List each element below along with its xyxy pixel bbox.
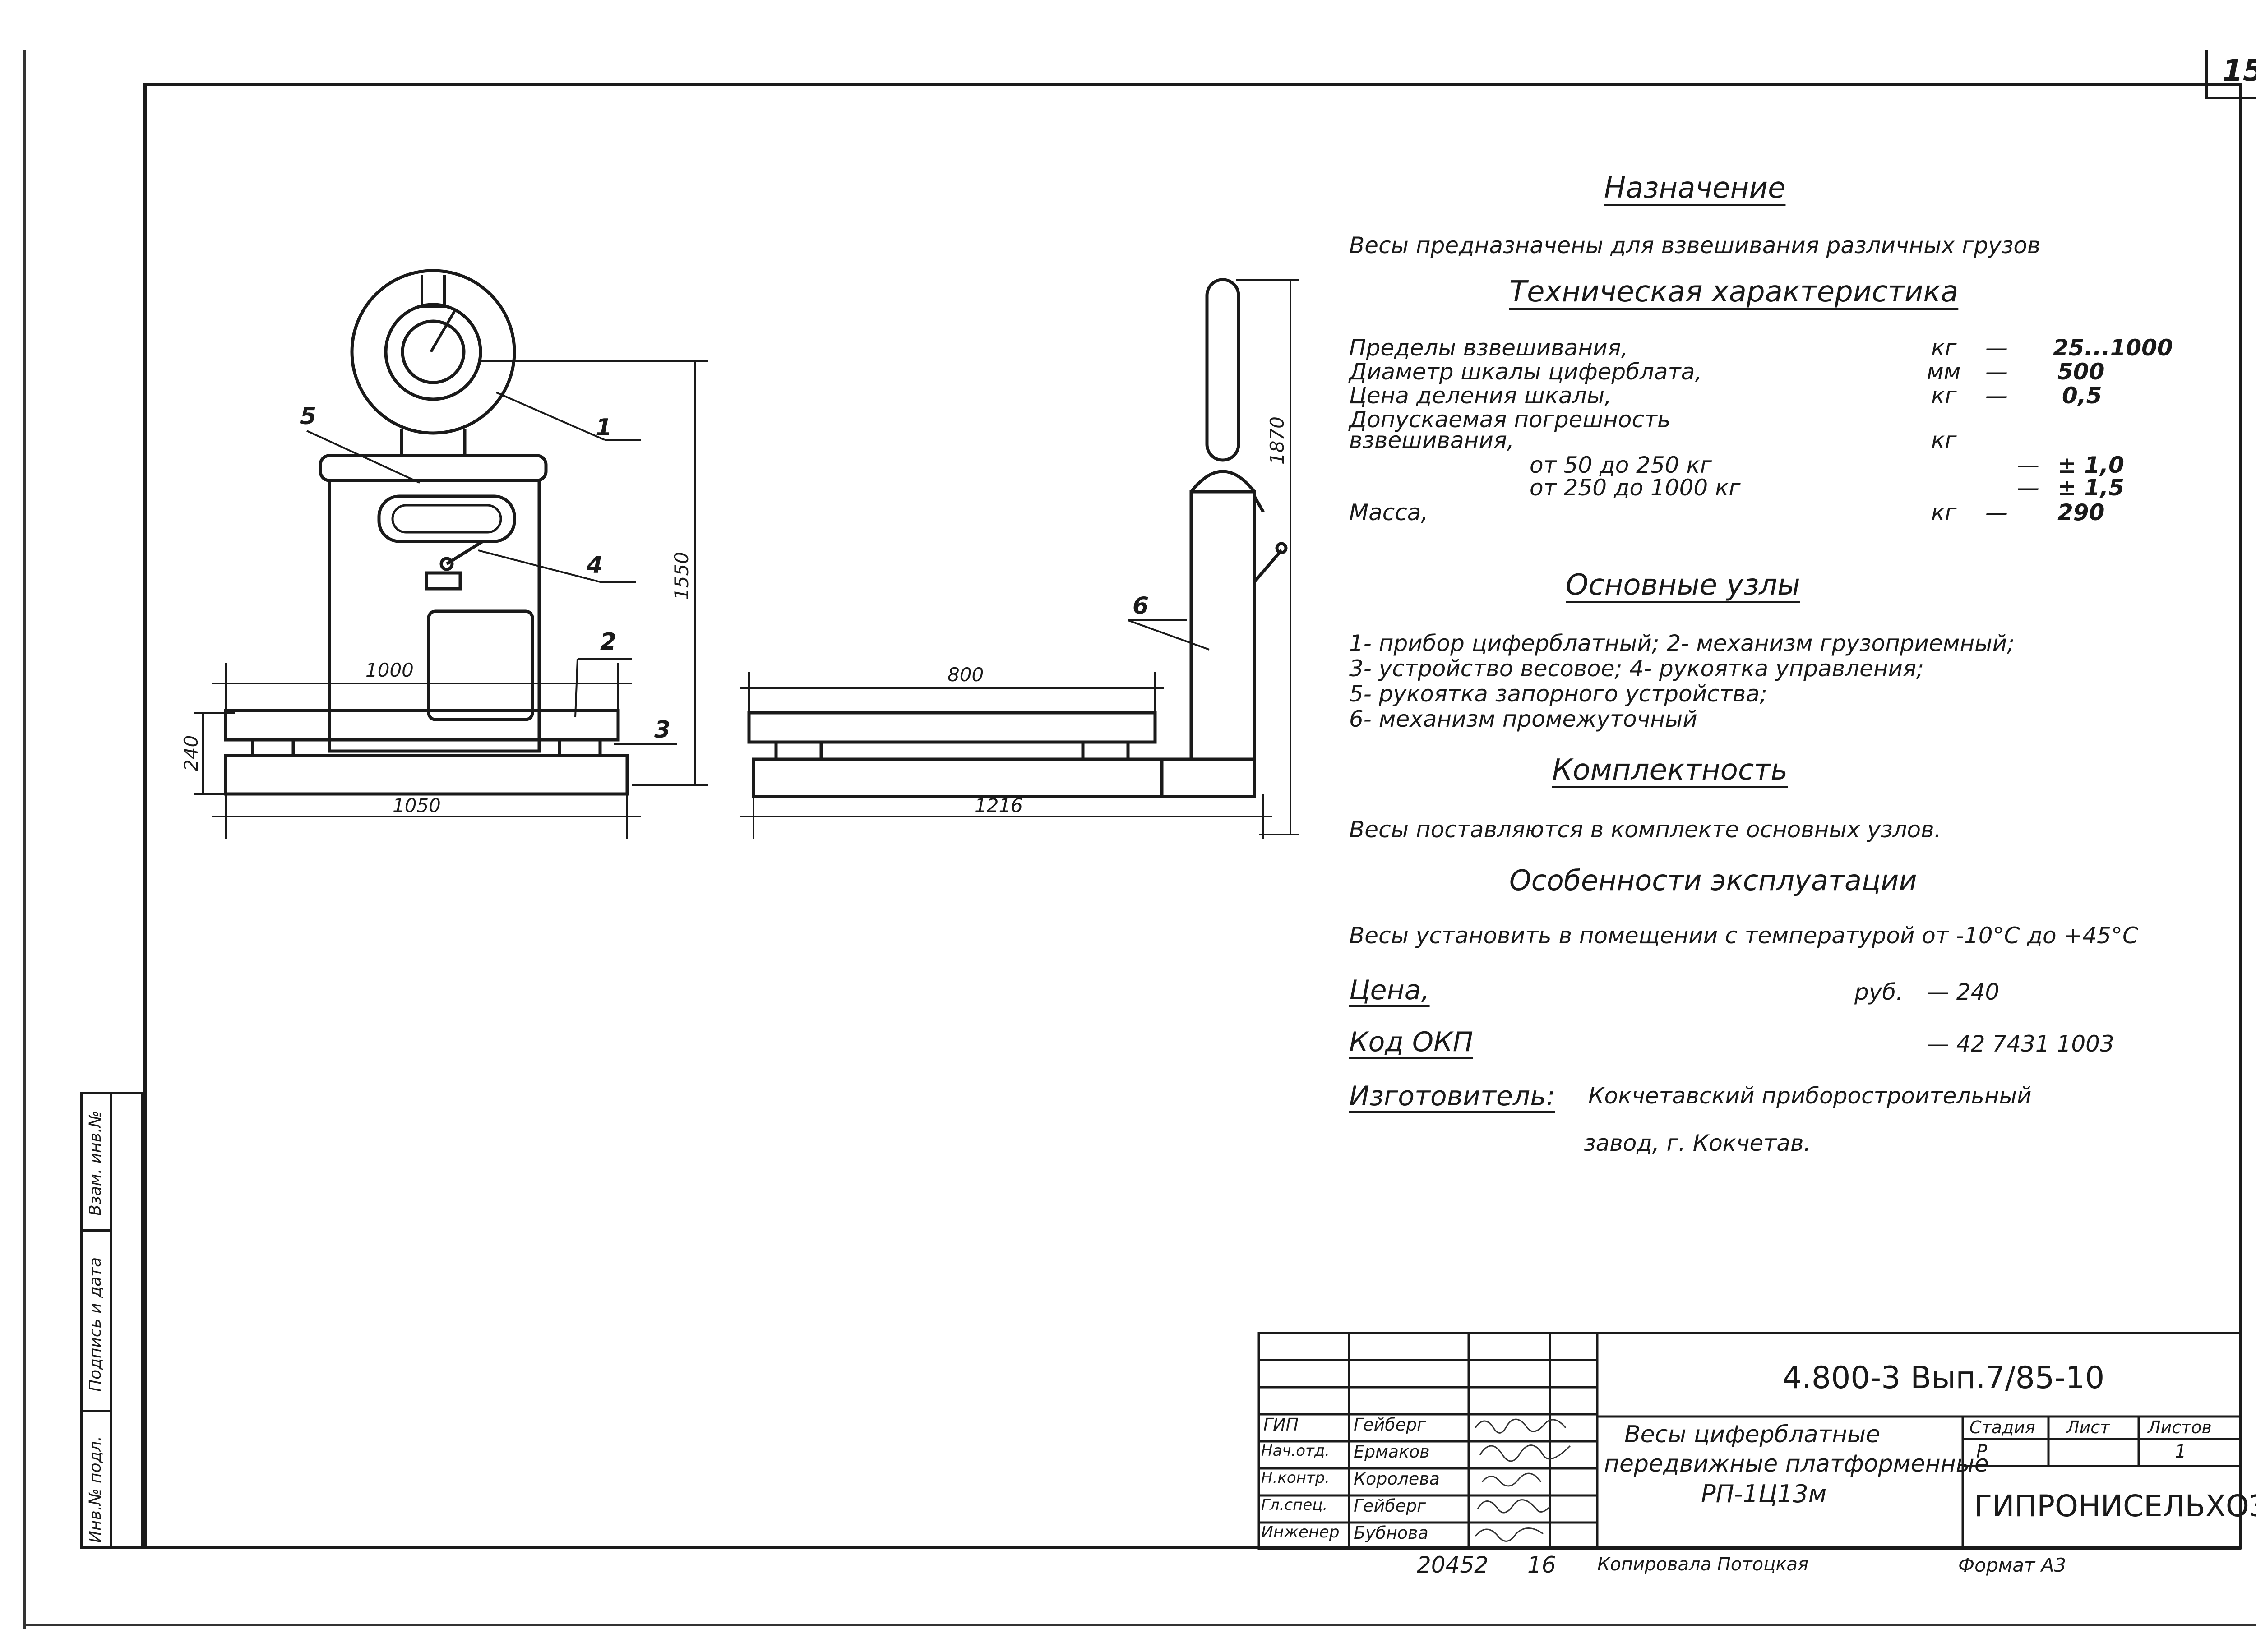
front-base — [224, 754, 629, 796]
tech-row-dash: — — [2017, 475, 2039, 501]
tech-row-name: Допускаемая погрешность — [1349, 406, 1671, 433]
completeness-title: Комплектность — [1552, 753, 1788, 787]
product-line2: передвижные платформенные — [1604, 1450, 1989, 1477]
page-number-box: 15 — [2205, 50, 2256, 99]
dim-side-800: 800 — [948, 664, 984, 686]
tech-row-unit: кг — [1931, 383, 1957, 409]
side-platform — [747, 711, 1157, 744]
tb-name: Ермаков — [1354, 1442, 1430, 1462]
callout-2: 2 — [600, 628, 616, 655]
tech-row-value: ± 1,0 — [2057, 452, 2124, 478]
outer-border-bottom — [23, 1624, 2256, 1626]
side-stamp: Взам. инв.№ Подпись и дата Инв.№ подл. — [80, 1092, 143, 1549]
tech-row-name: от 250 до 1000 кг — [1530, 475, 1741, 501]
tech-row-unit: кг — [1931, 499, 1957, 526]
doc-code: 4.800-3 Вып.7/85-10 — [1782, 1360, 2105, 1396]
tech-row-dash: — — [1985, 335, 2008, 361]
drawing-frame — [143, 83, 2242, 1549]
tech-row-name: взвешивания, — [1349, 427, 1514, 453]
tech-row-dash: — — [1985, 359, 2008, 385]
dim-front-240: 240 — [180, 735, 202, 771]
nodes-title: Основные узлы — [1566, 568, 1800, 602]
tb-name: Гейберг — [1354, 1496, 1426, 1516]
nodes-line: 1- прибор циферблатный; 2- механизм груз… — [1349, 630, 2015, 656]
okp-label: Код ОКП — [1349, 1026, 1473, 1058]
purpose-text: Весы предназначены для взвешивания разли… — [1349, 232, 2041, 258]
tb-role: Нач.отд. — [1261, 1442, 1330, 1460]
tb-role: Н.контр. — [1261, 1469, 1330, 1487]
tech-row-name: Диаметр шкалы циферблата, — [1349, 359, 1702, 385]
tb-role: Инженер — [1261, 1523, 1340, 1541]
tb-name: Бубнова — [1354, 1523, 1428, 1543]
tb-name: Гейберг — [1354, 1415, 1426, 1435]
operation-title: Особенности эксплуатации — [1509, 864, 1917, 897]
stage-value: Р — [1976, 1441, 1988, 1462]
tech-row-value: 25...1000 — [2053, 335, 2173, 361]
purpose-title: Назначение — [1604, 171, 1786, 205]
sheets-header: Листов — [2148, 1417, 2212, 1437]
callout-3: 3 — [654, 716, 670, 743]
tech-row-name: от 50 до 250 кг — [1530, 452, 1712, 478]
cabinet-body — [328, 479, 541, 753]
tech-row-value: 290 — [2057, 499, 2105, 526]
okp-value: — 42 7431 1003 — [1927, 1031, 2114, 1057]
tech-row-name: Пределы взвешивания, — [1349, 335, 1628, 361]
bottom-number: 20452 — [1417, 1552, 1489, 1578]
dim-side-1870: 1870 — [1266, 416, 1288, 465]
bottom-sheet: 16 — [1527, 1552, 1556, 1578]
tech-row-dash: — — [2017, 452, 2039, 478]
price-label: Цена, — [1349, 974, 1430, 1006]
tech-row-name: Масса, — [1349, 499, 1428, 526]
outer-border-left — [23, 50, 26, 1629]
tech-row-dash: — — [1985, 499, 2008, 526]
tech-row-unit: мм — [1927, 359, 1961, 385]
product-line3: РП-1Ц13м — [1701, 1480, 1827, 1508]
sheets-value: 1 — [2175, 1441, 2187, 1462]
tech-row-value: ± 1,5 — [2057, 475, 2124, 501]
completeness-text: Весы поставляются в комплекте основных у… — [1349, 817, 1942, 843]
callout-5: 5 — [300, 403, 316, 430]
maker-line2: завод, г. Кокчетав. — [1584, 1130, 1811, 1156]
page-number: 15 — [2222, 53, 2256, 88]
dim-side-1216: 1216 — [975, 794, 1023, 817]
nodes-line: 3- устройство весовое; 4- рукоятка управ… — [1349, 655, 1924, 682]
nodes-line: 6- механизм промежуточный — [1349, 706, 1697, 732]
tb-role: Гл.спец. — [1261, 1496, 1328, 1514]
dial-outer — [350, 269, 516, 435]
operation-text: Весы установить в помещении с температур… — [1349, 923, 2138, 949]
tech-row-unit: кг — [1931, 335, 1957, 361]
tb-name: Королева — [1354, 1469, 1440, 1489]
side-column — [1189, 490, 1256, 761]
tech-row-value: 0,5 — [2062, 383, 2102, 409]
tech-row-name: Цена деления шкалы, — [1349, 383, 1612, 409]
tb-role: ГИП — [1263, 1415, 1299, 1435]
product-line1: Весы циферблатные — [1624, 1421, 1880, 1448]
tech-row-unit: кг — [1931, 427, 1957, 453]
organization: ГИПРОНИСЕЛЬХОЗ — [1974, 1489, 2256, 1523]
callout-6: 6 — [1133, 592, 1149, 619]
front-platform — [224, 709, 620, 742]
dim-front-1050: 1050 — [393, 794, 441, 817]
tech-title: Техническая характеристика — [1509, 275, 1959, 309]
stage-header: Стадия — [1969, 1417, 2035, 1437]
dial-center — [401, 319, 466, 384]
format: Формат А3 — [1958, 1554, 2066, 1576]
price-unit: руб. — [1854, 979, 1904, 1005]
nodes-line: 5- рукоятка запорного устройства; — [1349, 681, 1767, 707]
maker-label: Изготовитель: — [1349, 1080, 1555, 1112]
sheet-header: Лист — [2066, 1417, 2110, 1437]
side-base — [752, 757, 1256, 798]
tech-row-dash: — — [1985, 383, 2008, 409]
dim-front-1000: 1000 — [365, 659, 414, 681]
callout-1: 1 — [596, 414, 612, 441]
maker-line1: Кокчетавский приборостроительный — [1588, 1083, 2032, 1109]
callout-4: 4 — [586, 552, 603, 579]
price-value: — 240 — [1927, 979, 2000, 1005]
tech-row-value: 500 — [2057, 359, 2105, 385]
dial-inner — [384, 303, 482, 401]
dim-front-1550: 1550 — [670, 552, 693, 600]
copied-by: Копировала Потоцкая — [1597, 1554, 1809, 1575]
